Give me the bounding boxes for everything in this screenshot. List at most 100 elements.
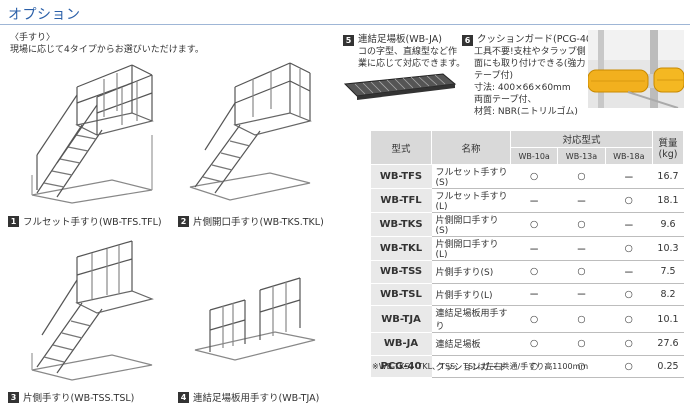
cell-mass: 9.6 — [652, 212, 684, 237]
pcg-line-2: 面にも取り付けできる(強力 — [474, 59, 586, 69]
pcg-line-1: 工具不要!支柱やタラップ側 — [474, 47, 586, 57]
table-row: WB-TJA 連結足場板用手すり ○ ○ ○ 10.1 — [370, 305, 684, 334]
pcg-line-5: 両面テープ付、 — [474, 95, 537, 105]
cell-compat-wb10a: ー — [510, 188, 558, 213]
cell-name: 連結足場板 — [431, 332, 511, 356]
intro-heading: 〈手すり〉 — [10, 33, 56, 43]
cell-compat-wb13a: ー — [557, 283, 606, 307]
cell-model: WB-TFS — [370, 164, 432, 189]
figure-2-number: 2 — [178, 215, 189, 227]
pcg-number: 6 — [462, 34, 473, 46]
cell-compat-wb10a: ○ — [510, 305, 558, 334]
cell-model: WB-TKL — [370, 236, 432, 261]
cell-compat-wb13a: ○ — [557, 355, 606, 379]
figure-2-caption: 2 片側開口手すり(WB-TKS.TKL) — [178, 214, 324, 228]
wbja-heading: 5 連結足場板(WB-JA) — [343, 34, 465, 46]
cell-compat-wb13a: ○ — [557, 164, 606, 189]
header-name: 名称 — [431, 130, 511, 165]
cell-compat-wb13a: ○ — [557, 260, 606, 284]
cell-compat-wb18a: ー — [605, 164, 653, 189]
figure-4-caption: 4 連結足場板用手すり(WB-TJA) — [178, 390, 319, 404]
cell-mass: 10.1 — [652, 305, 684, 334]
table-row: WB-TKL 片側開口手すり(L) ー ー ○ 10.3 — [370, 236, 684, 261]
subheader-wb18a: WB-18a — [604, 147, 654, 165]
figure-1-number: 1 — [8, 215, 19, 227]
cell-name: 片側手すり(L) — [431, 283, 511, 307]
figure-1-caption: 1 フルセット手すり(WB-TFS.TFL) — [8, 214, 162, 228]
table-row: WB-TKS 片側開口手すり(S) ○ ○ ー 9.6 — [370, 212, 684, 237]
cell-name: 連結足場板用手すり — [431, 305, 511, 334]
table-row: WB-TFL フルセット手すり(L) ー ー ○ 18.1 — [370, 188, 684, 213]
cell-mass: 18.1 — [652, 188, 684, 213]
figure-3-number: 3 — [8, 391, 19, 403]
cell-name: 片側手すり(S) — [431, 260, 511, 284]
cell-compat-wb18a: ○ — [605, 236, 653, 261]
header-model: 型式 — [370, 130, 432, 165]
wbja-title: 連結足場板(WB-JA) — [358, 34, 442, 45]
cell-model: WB-TSS — [370, 260, 432, 284]
figure-4-label: 連結足場板用手すり(WB-TJA) — [193, 393, 320, 404]
table-row: PCG-40 クッションガード ○ ○ ○ 0.25 — [370, 355, 684, 379]
pcg-line-3: テープ付) — [474, 71, 513, 81]
cell-model: WB-TJA — [370, 305, 432, 334]
cell-name: 片側開口手すり(S) — [431, 212, 511, 237]
header-mass: 質量 (kg) — [652, 130, 684, 165]
spec-table: 型式 名称 対応型式 質量 (kg) WB-10a WB-13a WB-18a … — [370, 130, 684, 379]
cell-name: フルセット手すり(L) — [431, 188, 511, 213]
cell-compat-wb10a: ○ — [510, 260, 558, 284]
pcg-line-6: 材質: NBR(ニトリルゴム) — [474, 107, 578, 117]
cell-mass: 16.7 — [652, 164, 684, 189]
pcg-line-4: 寸法: 400×66×60mm — [474, 83, 571, 93]
cell-mass: 10.3 — [652, 236, 684, 261]
cell-model: WB-TSL — [370, 283, 432, 307]
pcg-description: 6 クッションガード(PCG-40) 工具不要!支柱やタラップ側 面にも取り付け… — [462, 34, 596, 118]
cell-model: PCG-40 — [370, 355, 432, 379]
cell-name: フルセット手すり(S) — [431, 164, 511, 189]
header-mass-unit: (kg) — [658, 149, 678, 160]
section-title: オプション — [8, 7, 81, 23]
cell-name: 片側開口手すり(L) — [431, 236, 511, 261]
cell-compat-wb13a: ー — [557, 188, 606, 213]
table-row: WB-TSL 片側手すり(L) ー ー ○ 8.2 — [370, 283, 684, 307]
cell-compat-wb10a: ○ — [510, 355, 558, 379]
header-compat: 対応型式 — [510, 130, 653, 148]
cell-name: クッションガード — [431, 355, 511, 379]
header-mass-label: 質量 — [658, 138, 678, 149]
cell-compat-wb10a: ー — [510, 236, 558, 261]
cell-compat-wb18a: ○ — [605, 355, 653, 379]
cell-mass: 8.2 — [652, 283, 684, 307]
cell-compat-wb13a: ー — [557, 236, 606, 261]
cell-mass: 27.6 — [652, 332, 684, 356]
cell-compat-wb18a: ○ — [605, 332, 653, 356]
wbja-number: 5 — [343, 34, 354, 46]
figure-3-label: 片側手すり(WB-TSS.TSL) — [23, 393, 135, 404]
figure-2-image — [189, 62, 312, 201]
pcg-title: クッションガード(PCG-40) — [477, 34, 596, 45]
cell-compat-wb13a: ○ — [557, 212, 606, 237]
figure-3-caption: 3 片側手すり(WB-TSS.TSL) — [8, 390, 134, 404]
cell-compat-wb18a: ○ — [605, 188, 653, 213]
header-rule — [0, 24, 690, 25]
intro-description: 現場に応じて4タイプからお選びいただけます。 — [10, 45, 204, 55]
table-row: WB-TFS フルセット手すり(S) ○ ○ ー 16.7 — [370, 164, 684, 189]
pcg-photo — [588, 30, 684, 108]
cell-model: WB-TFL — [370, 188, 432, 213]
cell-compat-wb13a: ○ — [557, 332, 606, 356]
figure-4-image — [194, 277, 316, 361]
cell-model: WB-TKS — [370, 212, 432, 237]
cell-compat-wb18a: ー — [605, 260, 653, 284]
pcg-heading: 6 クッションガード(PCG-40) — [462, 34, 596, 46]
cell-compat-wb10a: ○ — [510, 212, 558, 237]
table-row: WB-TSS 片側手すり(S) ○ ○ ー 7.5 — [370, 260, 684, 284]
subheader-wb13a: WB-13a — [557, 147, 606, 165]
figure-3-image — [31, 240, 154, 381]
cell-compat-wb18a: ○ — [605, 283, 653, 307]
cell-model: WB-JA — [370, 332, 432, 356]
cell-compat-wb18a: ○ — [605, 305, 653, 334]
wbja-plank-image — [343, 73, 457, 100]
cell-compat-wb10a: ○ — [510, 164, 558, 189]
cell-compat-wb10a: ○ — [510, 332, 558, 356]
cell-compat-wb18a: ー — [605, 212, 653, 237]
table-row: WB-JA 連結足場板 ○ ○ ○ 27.6 — [370, 332, 684, 356]
figure-1-label: フルセット手すり(WB-TFS.TFL) — [23, 217, 162, 228]
